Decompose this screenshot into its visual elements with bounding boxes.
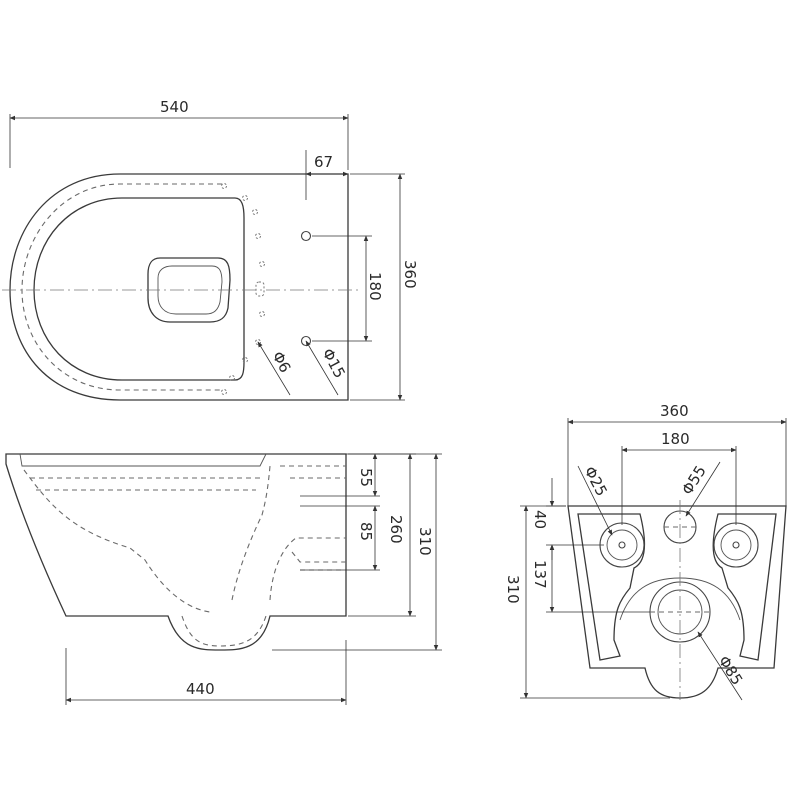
dim-137: 137 (531, 560, 549, 589)
dim-310-back: 310 (504, 575, 522, 604)
dim-260: 260 (387, 515, 405, 544)
back-view-inner (577, 513, 646, 661)
top-view-rim-holes (221, 183, 265, 395)
dim-40: 40 (531, 510, 549, 529)
dim-phi6: Φ6 (268, 348, 294, 375)
side-view-trap-dashed (231, 465, 271, 601)
dim-phi15: Φ15 (318, 345, 348, 381)
top-view-outlet (147, 257, 231, 323)
side-view: 55 85 260 310 440 (5, 453, 442, 705)
top-view-bowl (33, 197, 245, 381)
top-view-outlet-inner (157, 265, 223, 315)
dim-180-back: 180 (661, 430, 690, 448)
dim-67: 67 (314, 153, 333, 171)
top-view: 540 67 360 180 Φ6 Φ15 (2, 98, 419, 401)
side-view-bowl-dashed (23, 469, 211, 613)
dim-310-side: 310 (416, 527, 434, 556)
dim-360-depth: 360 (401, 260, 419, 289)
dim-85: 85 (357, 522, 375, 541)
top-view-outline (9, 173, 349, 401)
dim-55: 55 (357, 468, 375, 487)
top-bolt-hole-upper (300, 230, 312, 242)
dim-phi85: Φ85 (715, 653, 747, 689)
back-view: 360 180 Φ25 Φ55 Φ85 40 137 310 (504, 402, 787, 701)
dim-440: 440 (186, 680, 215, 698)
dim-540: 540 (160, 98, 189, 116)
dim-phi25: Φ25 (580, 463, 610, 499)
side-view-outline (5, 453, 347, 651)
dim-phi55: Φ55 (678, 462, 710, 498)
dim-180-bolts: 180 (366, 272, 384, 301)
top-view-rim-dashed (21, 183, 222, 391)
dim-360-back: 360 (660, 402, 689, 420)
side-view-rim (19, 453, 267, 467)
